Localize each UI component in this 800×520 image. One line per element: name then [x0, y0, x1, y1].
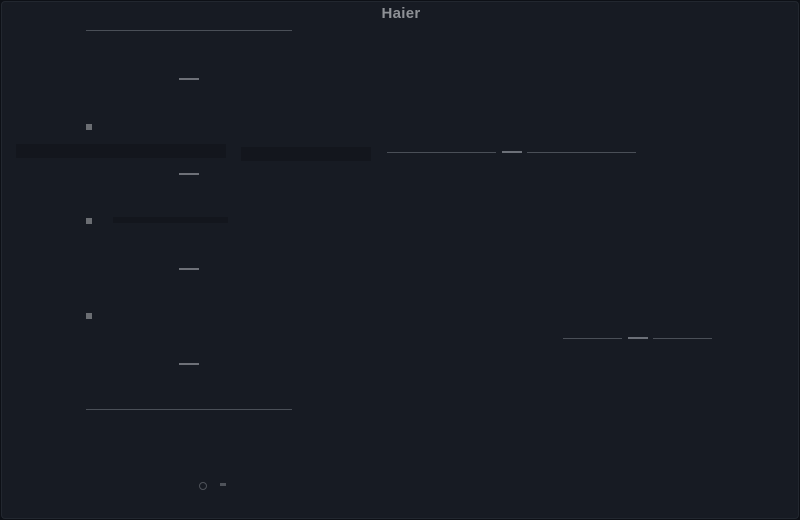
zone-4-level-indicator[interactable] — [179, 363, 199, 365]
top-slider-line[interactable] — [86, 30, 292, 31]
zone-2-level-indicator[interactable] — [179, 173, 199, 175]
zone-4-marker-icon[interactable] — [86, 313, 92, 319]
zone-2-marker-icon[interactable] — [86, 124, 92, 130]
bottom-slider-line[interactable] — [86, 409, 292, 410]
zone-3-track — [113, 217, 228, 223]
zone-1-level-indicator[interactable] — [179, 78, 199, 80]
power-icon[interactable] — [199, 482, 207, 490]
lock-icon[interactable] — [220, 483, 226, 486]
right-lower-slider-right[interactable] — [653, 338, 712, 339]
right-upper-slider-left[interactable] — [387, 152, 496, 153]
right-upper-slider-thumb[interactable] — [502, 151, 522, 153]
zone-3-level-indicator[interactable] — [179, 268, 199, 270]
zone-3-marker-icon[interactable] — [86, 218, 92, 224]
right-lower-slider-thumb[interactable] — [628, 337, 648, 339]
brand-logo: Haier — [381, 5, 421, 22]
zone-2-track-right — [241, 147, 371, 161]
right-lower-slider-left[interactable] — [563, 338, 622, 339]
right-upper-slider-right[interactable] — [527, 152, 636, 153]
zone-2-track — [16, 144, 226, 158]
